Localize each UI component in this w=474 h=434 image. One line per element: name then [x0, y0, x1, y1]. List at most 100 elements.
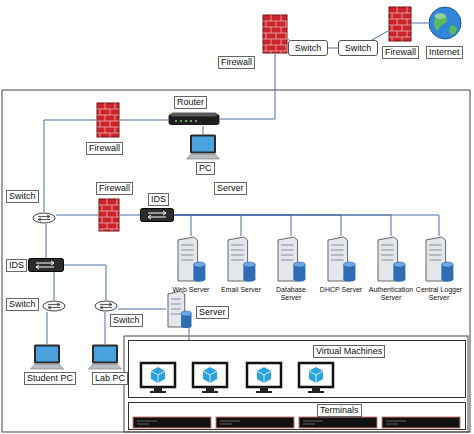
graphic-part	[389, 7, 411, 41]
graphic-part	[441, 262, 453, 267]
server-icon-art	[424, 236, 454, 282]
graphic-part	[171, 304, 181, 305]
graphic-part	[151, 367, 165, 383]
server-icon: Authentication Server	[376, 236, 406, 282]
graphic-part	[331, 250, 344, 251]
switch-label: Switch	[345, 43, 372, 54]
network-boundary	[2, 90, 470, 432]
switch-icon-art	[42, 300, 66, 312]
graphic-part	[181, 311, 191, 316]
server-icon-art	[166, 290, 192, 328]
server-icon: Email Server	[226, 236, 256, 282]
internet-globe: Internet	[428, 6, 462, 40]
graphic-part	[181, 323, 191, 328]
vm-region-art	[129, 341, 467, 399]
graphic-part	[97, 103, 119, 137]
graphic-part	[181, 255, 194, 256]
graphic-part	[181, 250, 194, 251]
graphic-part	[281, 250, 294, 251]
server-icon-art	[176, 236, 206, 282]
server-icon: Database Server	[276, 236, 306, 282]
switch-icon: Switch	[32, 212, 56, 224]
graphic-part	[92, 345, 118, 364]
network-link	[54, 272, 55, 300]
network-link	[174, 215, 291, 236]
server-icon: Server	[166, 290, 192, 328]
device-label: Student PC	[24, 372, 76, 385]
network-link	[372, 31, 388, 40]
network-link	[56, 215, 98, 216]
graphic-part	[429, 255, 442, 256]
firewall-icon: Firewall	[96, 102, 120, 138]
graphic-part	[29, 259, 64, 272]
device-label: Virtual Machines	[313, 345, 385, 358]
network-link	[174, 215, 241, 236]
graphic-part	[33, 213, 55, 223]
switch-label: Switch	[295, 43, 322, 54]
graphic-part	[293, 277, 305, 282]
server-icon: Web Server	[176, 236, 206, 282]
graphic-part	[331, 260, 344, 261]
terminal-region-art	[129, 403, 467, 431]
graphic-part	[190, 120, 192, 122]
switch-icon: Switch	[42, 300, 66, 312]
server-label: Email Server	[217, 286, 265, 294]
firewall-icon-art	[388, 6, 412, 42]
vm-group-frame	[124, 336, 468, 432]
router-icon: Router	[168, 112, 220, 126]
pc-icon: PC	[186, 134, 220, 160]
graphic-part	[429, 245, 442, 246]
network-link	[328, 48, 338, 49]
network-link	[174, 215, 341, 236]
graphic-part	[449, 25, 457, 35]
graphic-part	[171, 113, 217, 117]
graphic-part	[381, 260, 394, 261]
graphic-part	[429, 7, 461, 39]
graphic-part	[299, 363, 333, 387]
server-icon-art	[376, 236, 406, 282]
pc-icon: Student PC	[30, 344, 64, 370]
graphic-part	[281, 255, 294, 256]
device-label: Internet	[426, 46, 463, 59]
graphic-part	[281, 245, 294, 246]
network-link	[120, 215, 140, 216]
graphic-part	[231, 255, 244, 256]
graphic-part	[137, 421, 157, 424]
switch-icon: Switch	[94, 300, 118, 312]
server-icon-art	[326, 236, 356, 282]
graphic-part	[343, 262, 355, 267]
graphic-part	[89, 364, 122, 369]
network-link	[118, 309, 166, 310]
graphic-part	[257, 367, 271, 383]
network-link	[174, 215, 439, 236]
graphic-part	[299, 417, 377, 428]
graphic-part	[185, 120, 187, 122]
firewall-icon: Firewall	[388, 6, 412, 42]
server-icon: DHCP Server	[326, 236, 356, 282]
graphic-part	[381, 245, 394, 246]
graphic-part	[180, 120, 182, 122]
graphic-part	[231, 245, 244, 246]
router-icon-art	[168, 112, 220, 126]
firewall-icon: Firewall	[262, 14, 288, 54]
graphic-part	[36, 261, 54, 269]
graphic-part	[148, 211, 166, 219]
ids-icon: IDS	[28, 258, 64, 272]
graphic-part	[203, 367, 217, 383]
graphic-part	[243, 277, 255, 282]
graphic-part	[203, 371, 217, 383]
graphic-part	[171, 309, 181, 310]
graphic-part	[293, 262, 305, 267]
graphic-part	[99, 199, 119, 231]
pc-icon-art	[186, 134, 220, 160]
graphic-part	[393, 277, 405, 282]
graphic-part	[434, 13, 447, 31]
graphic-part	[171, 299, 181, 300]
switch-icon-art	[32, 212, 56, 224]
graphic-part	[171, 314, 181, 315]
graphic-part	[393, 262, 405, 267]
device-label: PC	[196, 162, 215, 175]
graphic-part	[382, 417, 460, 428]
graphic-part	[331, 245, 344, 246]
